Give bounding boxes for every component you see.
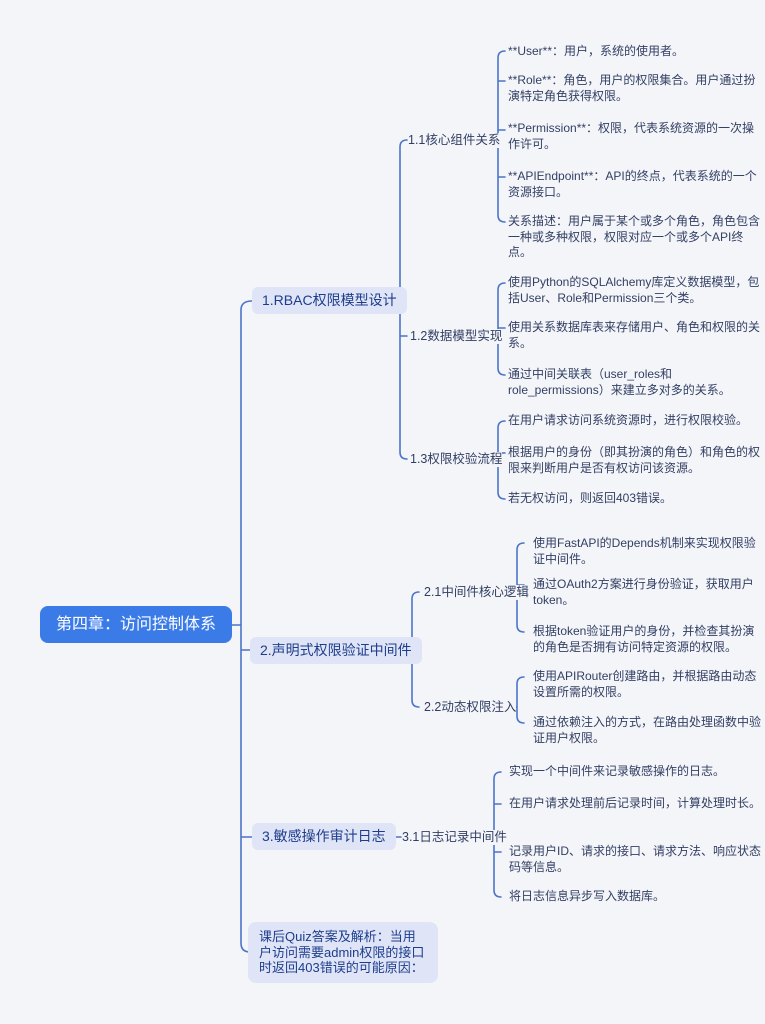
leaf-note[interactable]: 将日志信息异步写入数据库。 (509, 889, 666, 903)
subtopic-label-1-2[interactable]: 1.2数据模型实现 (410, 329, 503, 344)
root-node[interactable]: 第四章：访问控制体系 (40, 606, 233, 643)
leaf-note[interactable]: 通过OAuth2方案进行身份验证，获取用户token。 (533, 577, 754, 607)
subtopic-label-2-2[interactable]: 2.2动态权限注入 (424, 700, 517, 715)
branch-node-middleware[interactable]: 2.声明式权限验证中间件 (250, 637, 422, 664)
leaf-note[interactable]: 使用FastAPI的Depends机制来实现权限验证中间件。 (533, 536, 756, 566)
leaf-note[interactable]: 根据token验证用户的身份，并检查其扮演的角色是否拥有访问特定资源的权限。 (533, 624, 755, 654)
leaf-note[interactable]: 根据用户的身份（即其扮演的角色）和角色的权限来判断用户是否有权访问该资源。 (508, 445, 761, 475)
leaf-note[interactable]: 使用APIRouter创建路由，并根据路由动态设置所需的权限。 (533, 669, 757, 699)
leaf-note[interactable]: **User**：用户，系统的使用者。 (508, 44, 685, 58)
branch-node-quiz[interactable]: 课后Quiz答案及解析：当用户访问需要admin权限的接口时返回403错误的可能… (248, 922, 438, 983)
leaf-note[interactable]: **Role**：角色，用户的权限集合。用户通过扮演特定角色获得权限。 (508, 73, 756, 103)
leaf-note[interactable]: 使用Python的SQLAlchemy库定义数据模型，包括User、Role和P… (508, 275, 760, 305)
leaf-note[interactable]: 在用户请求处理前后记录时间，计算处理时长。 (509, 796, 762, 810)
subtopic-label-1-3[interactable]: 1.3权限校验流程 (410, 452, 503, 467)
leaf-note[interactable]: **Permission**：权限，代表系统资源的一次操作许可。 (508, 121, 755, 151)
leaf-note[interactable]: 记录用户ID、请求的接口、请求方法、响应状态码等信息。 (509, 844, 762, 874)
subtopic-label-3-1[interactable]: 3.1日志记录中间件 (402, 830, 507, 845)
leaf-note[interactable]: 在用户请求访问系统资源时，进行权限校验。 (508, 413, 749, 427)
branch-node-rbac[interactable]: 1.RBAC权限模型设计 (252, 287, 407, 314)
leaf-note[interactable]: 实现一个中间件来记录敏感操作的日志。 (509, 764, 726, 778)
leaf-note[interactable]: 关系描述：用户属于某个或多个角色，角色包含一种或多种权限，权限对应一个或多个AP… (508, 214, 761, 259)
subtopic-label-1-1[interactable]: 1.1核心组件关系 (408, 133, 501, 148)
leaf-note[interactable]: 通过中间关联表（user_roles和role_permissions）来建立多… (508, 367, 731, 397)
leaf-note[interactable]: 使用关系数据库表来存储用户、角色和权限的关系。 (508, 320, 761, 350)
leaf-note[interactable]: 若无权访问，则返回403错误。 (508, 491, 673, 505)
leaf-note[interactable]: **APIEndpoint**：API的终点，代表系统的一个资源接口。 (508, 169, 757, 199)
subtopic-label-2-1[interactable]: 2.1中间件核心逻辑 (424, 585, 529, 600)
leaf-note[interactable]: 通过依赖注入的方式，在路由处理函数中验证用户权限。 (533, 715, 762, 745)
connector-trunk (224, 300, 253, 953)
branch-node-audit-log[interactable]: 3.敏感操作审计日志 (252, 823, 396, 850)
